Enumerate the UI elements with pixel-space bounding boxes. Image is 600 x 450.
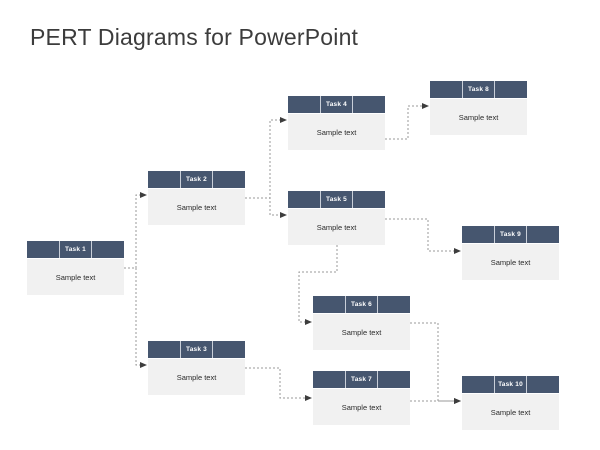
task-header-cell-right: [353, 191, 385, 208]
task-header-cell-left: [288, 96, 321, 113]
task-node-task-6[interactable]: Task 6 Sample text: [313, 296, 410, 350]
task-header: Task 9: [462, 226, 559, 243]
task-body-text: Sample text: [27, 259, 124, 295]
task-node-task-1[interactable]: Task 1 Sample text: [27, 241, 124, 295]
task-label: Task 9: [495, 226, 528, 243]
task-body-text: Sample text: [462, 394, 559, 430]
task-node-task-2[interactable]: Task 2 Sample text: [148, 171, 245, 225]
task-body-text: Sample text: [430, 99, 527, 135]
task-label: Task 5: [321, 191, 354, 208]
task-label: Task 1: [60, 241, 93, 258]
task-header-cell-left: [148, 341, 181, 358]
task-body-text: Sample text: [148, 189, 245, 225]
connector-task-2-task-5: [245, 197, 287, 218]
task-node-task-9[interactable]: Task 9 Sample text: [462, 226, 559, 280]
task-node-task-4[interactable]: Task 4 Sample text: [288, 96, 385, 150]
task-node-task-8[interactable]: Task 8 Sample text: [430, 81, 527, 135]
task-header-cell-right: [353, 96, 385, 113]
task-label: Task 4: [321, 96, 354, 113]
task-header-cell-left: [313, 371, 346, 388]
task-header-cell-right: [213, 341, 245, 358]
task-body-text: Sample text: [288, 114, 385, 150]
connector-task-6-task-10: [410, 322, 461, 404]
task-header-cell-left: [462, 376, 495, 393]
task-body-text: Sample text: [288, 209, 385, 245]
task-label: Task 10: [495, 376, 528, 393]
task-label: Task 7: [346, 371, 379, 388]
task-label: Task 6: [346, 296, 379, 313]
task-body-text: Sample text: [313, 314, 410, 350]
task-header-cell-left: [288, 191, 321, 208]
task-body-text: Sample text: [313, 389, 410, 425]
task-label: Task 2: [181, 171, 214, 188]
task-header-cell-left: [462, 226, 495, 243]
connector-task-1-task-3: [124, 267, 147, 368]
task-header: Task 4: [288, 96, 385, 113]
task-header-cell-right: [495, 81, 527, 98]
task-header-cell-right: [378, 296, 410, 313]
task-node-task-10[interactable]: Task 10 Sample text: [462, 376, 559, 430]
connector-task-4-task-8: [385, 103, 429, 140]
task-header-cell-left: [430, 81, 463, 98]
task-header-cell-right: [378, 371, 410, 388]
task-header-cell-left: [313, 296, 346, 313]
task-label: Task 3: [181, 341, 214, 358]
task-node-task-3[interactable]: Task 3 Sample text: [148, 341, 245, 395]
task-body-text: Sample text: [148, 359, 245, 395]
task-label: Task 8: [463, 81, 496, 98]
connector-task-5-task-9: [385, 218, 461, 254]
task-header: Task 3: [148, 341, 245, 358]
task-header: Task 1: [27, 241, 124, 258]
connector-task-3-task-7: [245, 367, 312, 401]
connector-task-2-task-4: [245, 117, 287, 199]
task-header: Task 8: [430, 81, 527, 98]
task-header: Task 2: [148, 171, 245, 188]
task-header-cell-right: [527, 376, 559, 393]
task-node-task-7[interactable]: Task 7 Sample text: [313, 371, 410, 425]
task-header-cell-right: [92, 241, 124, 258]
task-header: Task 7: [313, 371, 410, 388]
task-header: Task 5: [288, 191, 385, 208]
connector-task-1-task-2: [124, 192, 147, 269]
task-header-cell-right: [213, 171, 245, 188]
task-header: Task 6: [313, 296, 410, 313]
task-header-cell-left: [148, 171, 181, 188]
task-header-cell-left: [27, 241, 60, 258]
task-node-task-5[interactable]: Task 5 Sample text: [288, 191, 385, 245]
task-body-text: Sample text: [462, 244, 559, 280]
task-header: Task 10: [462, 376, 559, 393]
task-header-cell-right: [527, 226, 559, 243]
page-title: PERT Diagrams for PowerPoint: [30, 24, 359, 50]
